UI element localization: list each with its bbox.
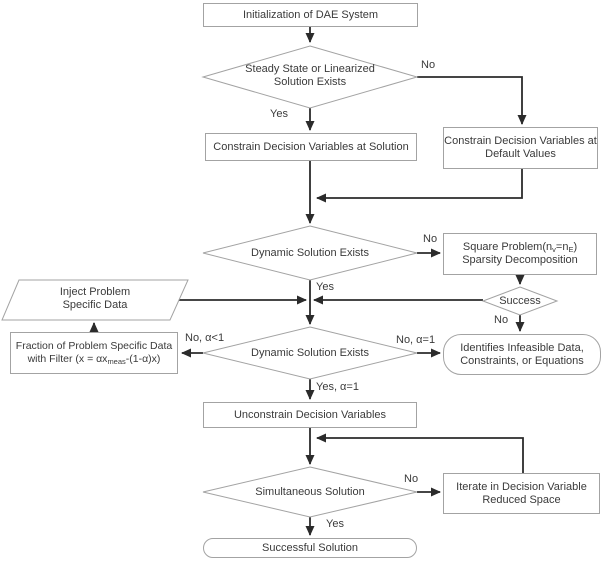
infeasible-line2: Constraints, or Equations <box>460 354 584 367</box>
success-diamond <box>481 286 559 316</box>
infeasible-line1: Identifies Infeasible Data, <box>460 341 584 354</box>
successful-solution-terminator: Successful Solution <box>203 538 417 558</box>
square-problem-sub-e: E <box>568 245 574 254</box>
square-problem-mid: =n <box>555 241 569 253</box>
label-steady-yes: Yes <box>270 108 288 120</box>
fraction-line2: with Filter (x = αxmeas-(1-α)x) <box>28 353 161 366</box>
edge-iterate-return <box>316 433 524 473</box>
edge-steady-no <box>417 76 527 125</box>
successful-solution-label: Successful Solution <box>262 541 358 554</box>
square-problem-line1: Square Problem(nv=nE) <box>463 241 577 254</box>
label-simultaneous-yes: Yes <box>326 518 344 530</box>
label-dynamic1-yes: Yes <box>316 281 334 293</box>
fraction-pre: with Filter (x = αx <box>27 353 108 365</box>
init-dae-label: Initialization of DAE System <box>242 8 379 21</box>
simultaneous-solution-diamond <box>202 466 418 518</box>
fraction-line1: Fraction of Problem Specific Data <box>15 340 173 352</box>
constrain-solution-box: Constrain Decision Variables at Solution <box>205 133 417 161</box>
square-problem-sub-v: v <box>552 245 556 254</box>
constrain-default-line1: Constrain Decision Variables at <box>444 135 597 147</box>
constrain-default-box: Constrain Decision Variables at Default … <box>443 127 598 169</box>
dynamic-solution-diamond-2 <box>202 326 418 380</box>
iterate-line1: Iterate in Decision Variable <box>456 480 587 493</box>
label-steady-no: No <box>421 59 436 71</box>
iterate-box: Iterate in Decision Variable Reduced Spa… <box>443 473 600 514</box>
fraction-sub-meas: meas <box>107 357 126 366</box>
label-dynamic2-no-eq1: No, α=1 <box>396 334 436 346</box>
label-dynamic1-no: No <box>423 233 438 245</box>
fraction-filter-box: Fraction of Problem Specific Data with F… <box>10 332 178 374</box>
constrain-solution-label: Constrain Decision Variables at Solution <box>213 140 409 153</box>
steady-state-diamond <box>201 45 419 109</box>
square-problem-post: ) <box>573 241 578 253</box>
inject-data-parallelogram <box>1 279 189 321</box>
label-dynamic2-no-lt1: No, α<1 <box>185 332 225 344</box>
edge-default-join <box>316 168 523 203</box>
unconstrain-label: Unconstrain Decision Variables <box>233 408 387 421</box>
infeasible-box: Identifies Infeasible Data, Constraints,… <box>443 334 601 375</box>
iterate-line2: Reduced Space <box>482 493 561 506</box>
unconstrain-box: Unconstrain Decision Variables <box>203 402 417 428</box>
label-simultaneous-no: No <box>404 473 419 485</box>
dynamic-solution-diamond-1 <box>202 225 418 281</box>
constrain-default-line2: Default Values <box>485 148 556 160</box>
square-problem-box: Square Problem(nv=nE) Sparsity Decomposi… <box>443 233 597 275</box>
label-success-no: No <box>494 314 509 326</box>
fraction-post: -(1-α)x) <box>125 353 161 365</box>
label-dynamic2-yes: Yes, α=1 <box>316 381 359 393</box>
square-problem-line2: Sparsity Decomposition <box>462 254 578 266</box>
square-problem-pre: Square Problem(n <box>462 241 553 253</box>
init-dae-box: Initialization of DAE System <box>203 3 418 27</box>
